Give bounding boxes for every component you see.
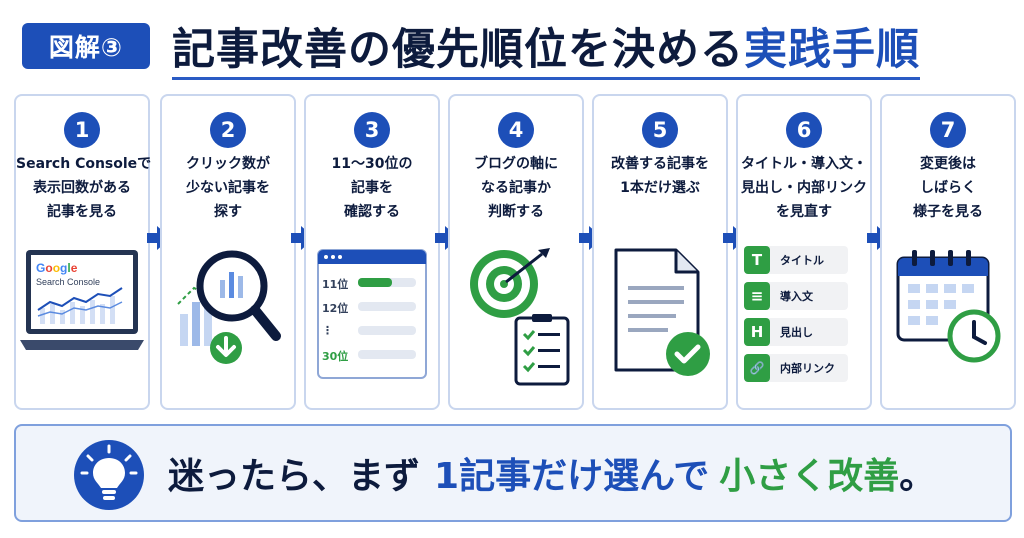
step-line: Search Consoleで — [16, 156, 152, 172]
step-card-4: 4 ブログの軸に なる記事か 判断する — [448, 94, 584, 410]
summary-part-4: 。 — [899, 456, 936, 497]
step-number: 1 — [64, 112, 100, 148]
review-item-internal-link: 🔗 内部リンク — [744, 354, 848, 382]
rank-label: 12位 — [322, 302, 349, 315]
heading-h-icon: H — [744, 318, 770, 346]
summary-part-2: 1記事だけ選んで — [434, 456, 710, 497]
laptop-search-console-icon: Google Search Console — [20, 244, 144, 400]
ranking-list-icon: 11位 12位 ⋮ 30位 — [310, 244, 434, 400]
step-text: Search Consoleで 表示回数がある 記事を見る — [16, 152, 152, 224]
summary-banner: 迷ったら、まず 1記事だけ選んで 小さく改善 。 — [14, 424, 1012, 522]
google-logo-text: Google — [36, 261, 78, 275]
step-line: 記事を見る — [47, 204, 117, 220]
step-line: 改善する記事を — [611, 156, 709, 172]
figure-badge: 図解③ — [22, 23, 150, 69]
step-line: 表示回数がある — [33, 180, 131, 196]
step-line: 確認する — [344, 204, 400, 220]
title-accent: 実践手順 — [744, 25, 920, 75]
step-text: タイトル・導入文・ 見出し・内部リンク を見直す — [738, 152, 870, 224]
step-line: 少ない記事を — [186, 180, 270, 196]
review-item-label: 導入文 — [780, 290, 813, 303]
calendar-clock-icon — [886, 244, 1010, 400]
step-number: 2 — [210, 112, 246, 148]
step-line: 変更後は — [920, 156, 976, 172]
step-line: クリック数が — [186, 156, 270, 172]
rank-label: 30位 — [322, 350, 349, 363]
step-line: 探す — [214, 204, 242, 220]
link-icon: 🔗 — [744, 354, 770, 382]
step-line: 1本だけ選ぶ — [620, 180, 700, 196]
step-number: 5 — [642, 112, 678, 148]
step-card-2: 2 クリック数が 少ない記事を 探す — [160, 94, 296, 410]
step-line: しばらく — [920, 180, 976, 196]
step-text: ブログの軸に なる記事か 判断する — [450, 152, 582, 224]
step-card-3: 3 11〜30位の 記事を 確認する 11位 12位 ⋮ 30位 — [304, 94, 440, 410]
step-line: 見出し・内部リンク — [741, 180, 867, 196]
lines-icon: ≡ — [744, 282, 770, 310]
step-line: 様子を見る — [913, 204, 983, 220]
step-text: 変更後は しばらく 様子を見る — [882, 152, 1014, 224]
review-items-icon: T タイトル ≡ 導入文 H 見出し 🔗 内部リンク — [742, 244, 866, 400]
step-line: 判断する — [488, 204, 544, 220]
step-line: 記事を — [351, 180, 393, 196]
step-line: ブログの軸に — [474, 156, 558, 172]
review-item-intro: ≡ 導入文 — [744, 282, 848, 310]
step-line: タイトル・導入文・ — [741, 156, 867, 172]
target-checklist-icon — [454, 244, 578, 400]
step-card-6: 6 タイトル・導入文・ 見出し・内部リンク を見直す T タイトル ≡ 導入文 … — [736, 94, 872, 410]
step-line: 11〜30位の — [331, 156, 413, 172]
steps-row: 1 Search Consoleで 表示回数がある 記事を見る Google S… — [14, 94, 1016, 410]
step-card-5: 5 改善する記事を 1本だけ選ぶ — [592, 94, 728, 410]
review-item-title: T タイトル — [744, 246, 848, 274]
search-console-text: Search Console — [36, 277, 100, 287]
review-item-label: タイトル — [780, 254, 824, 267]
summary-text: 迷ったら、まず 1記事だけ選んで 小さく改善 。 — [168, 426, 935, 520]
magnifier-chart-icon — [166, 244, 290, 400]
page-title: 記事改善の優先順位を決める 実践手順 — [172, 14, 920, 80]
title-main: 記事改善の優先順位を決める — [172, 25, 744, 75]
review-item-label: 内部リンク — [780, 362, 835, 375]
step-line: なる記事か — [481, 180, 551, 196]
step-number: 3 — [354, 112, 390, 148]
step-number: 4 — [498, 112, 534, 148]
step-text: 改善する記事を 1本だけ選ぶ — [594, 152, 726, 200]
review-item-label: 見出し — [780, 326, 813, 339]
title-underline — [172, 77, 920, 80]
step-text: クリック数が 少ない記事を 探す — [162, 152, 294, 224]
summary-part-3: 小さく改善 — [719, 456, 900, 497]
review-item-heading: H 見出し — [744, 318, 848, 346]
step-card-7: 7 変更後は しばらく 様子を見る — [880, 94, 1016, 410]
rank-label: ⋮ — [322, 324, 333, 337]
lightbulb-icon — [74, 440, 144, 510]
text-t-icon: T — [744, 246, 770, 274]
rank-label: 11位 — [322, 278, 349, 291]
step-text: 11〜30位の 記事を 確認する — [306, 152, 438, 224]
step-card-1: 1 Search Consoleで 表示回数がある 記事を見る Google S… — [14, 94, 152, 410]
step-number: 6 — [786, 112, 822, 148]
step-line: を見直す — [776, 204, 832, 220]
summary-part-1: 迷ったら、まず — [168, 456, 421, 497]
document-check-icon — [598, 244, 722, 400]
step-number: 7 — [930, 112, 966, 148]
